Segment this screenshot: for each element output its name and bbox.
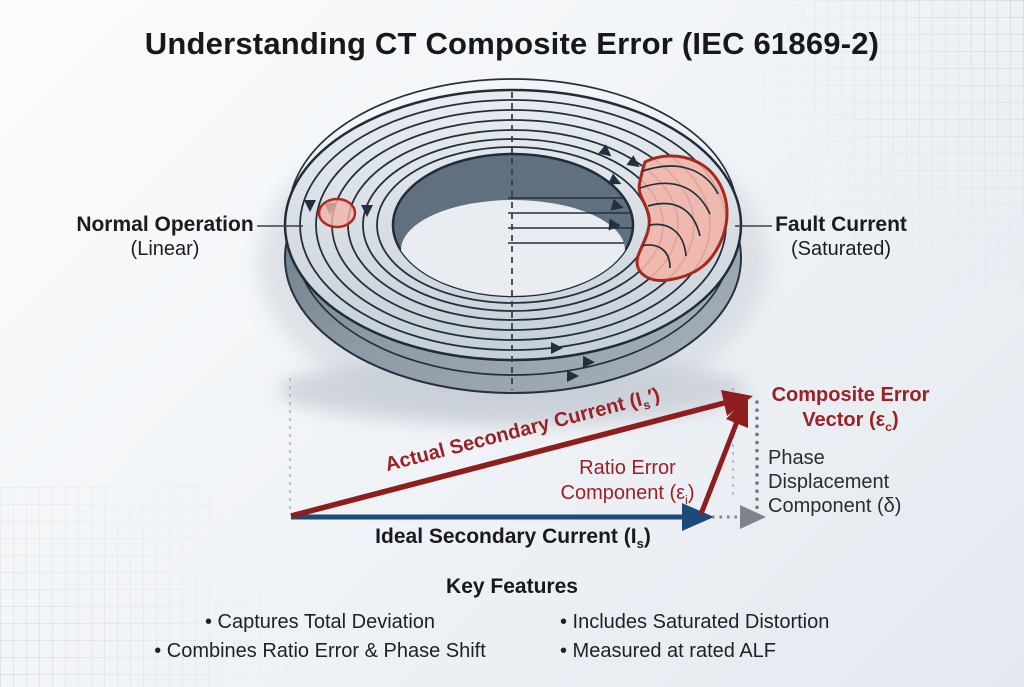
- ideal-current-arrow: [291, 503, 714, 531]
- feature-item: • Combines Ratio Error & Phase Shift: [154, 640, 486, 662]
- phase-displacement-label: Phase Displacement Component (δ): [768, 447, 902, 517]
- fault-current-label: Fault Current (Saturated): [775, 213, 907, 260]
- saturated-flux-lines: [639, 165, 719, 269]
- key-features-right-column: • Includes Saturated Distortion • Measur…: [560, 608, 920, 666]
- saturated-region: [635, 154, 729, 282]
- feature-item: • Captures Total Deviation: [204, 611, 436, 633]
- composite-error-label: Composite Error Vector (εc): [771, 384, 930, 434]
- key-features-heading: Key Features: [446, 575, 578, 598]
- linear-region: [317, 197, 357, 229]
- ratio-error-label: Ratio Error Component (εi): [560, 457, 695, 507]
- phase-displacement-arrow: [712, 505, 766, 529]
- core-bore-floor: [401, 200, 625, 296]
- key-features-left-column: • Captures Total Deviation • Combines Ra…: [95, 608, 545, 666]
- page-title: Understanding CT Composite Error (IEC 61…: [144, 26, 880, 61]
- composite-error-arrow: [698, 396, 748, 515]
- actual-current-arrow: [290, 390, 753, 519]
- ideal-current-label: Ideal Secondary Current (Is): [375, 525, 651, 552]
- feature-item: • Measured at rated ALF: [560, 640, 777, 662]
- normal-operation-label: Normal Operation (Linear): [76, 213, 254, 260]
- feature-item: • Includes Saturated Distortion: [560, 611, 830, 633]
